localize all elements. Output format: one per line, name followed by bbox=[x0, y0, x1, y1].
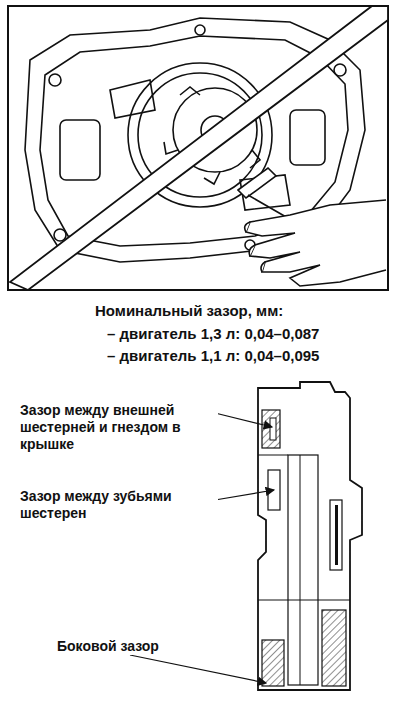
clearance-value: – двигатель 1,1 л: 0,04–0,095 bbox=[105, 347, 321, 365]
straightedge bbox=[10, 6, 388, 290]
part-label: Зазор между внешней шестерней и гнездом … bbox=[18, 402, 218, 452]
heading: Номинальный зазор, мм: bbox=[93, 302, 285, 320]
part-label: Зазор между зубьями шестерен bbox=[18, 488, 218, 522]
pump-cross-section bbox=[258, 382, 362, 690]
hand bbox=[245, 200, 386, 286]
part-label: Боковой зазор bbox=[55, 638, 161, 655]
clearance-value: – двигатель 1,3 л: 0,04–0,087 bbox=[105, 325, 321, 343]
picture-frame bbox=[8, 6, 388, 290]
